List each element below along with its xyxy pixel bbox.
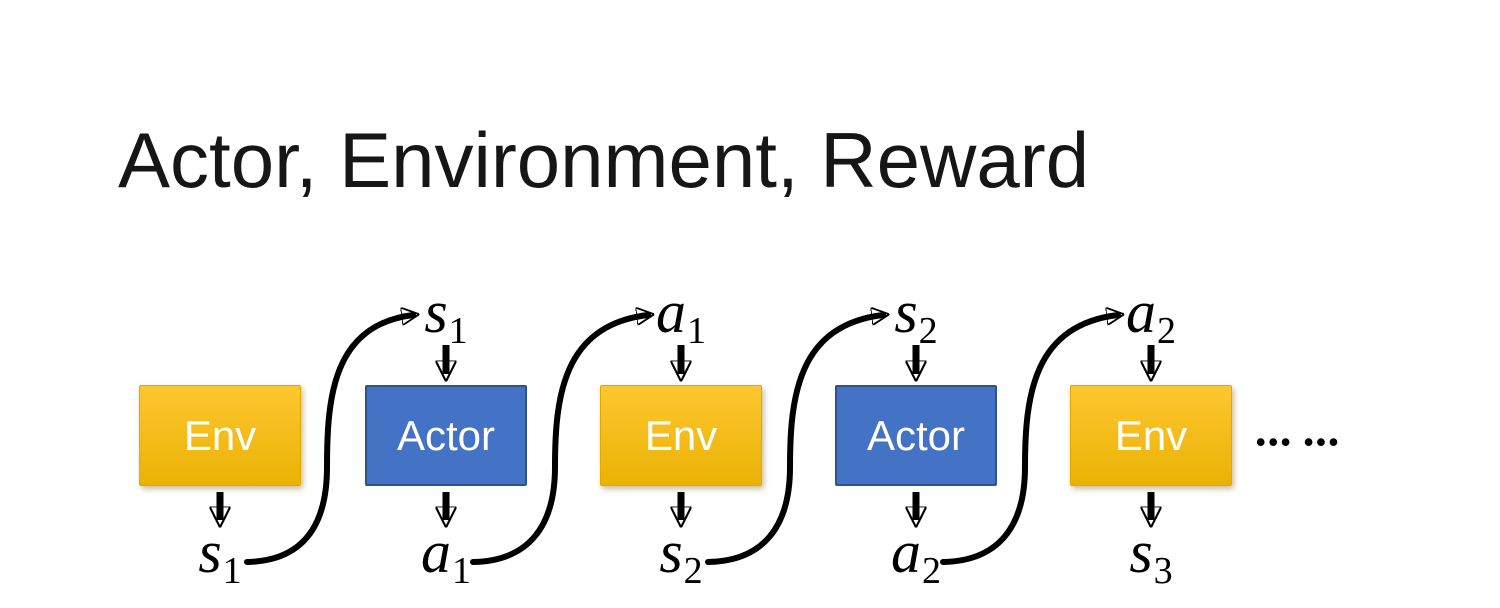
actor-box-2-label: Actor [866, 411, 966, 459]
env-box-2: Env [600, 385, 762, 486]
ellipsis-dots: ••• ••• [1256, 427, 1342, 457]
actor-box-2: Actor [835, 385, 997, 486]
top-label-s1-base: s [424, 279, 448, 345]
bottom-label-a1: a1 [366, 519, 526, 590]
top-label-s1: s1 [366, 279, 526, 350]
bottom-label-a1-sub: 1 [452, 550, 471, 592]
env-box-1-label: Env [183, 411, 257, 459]
slide-title: Actor, Environment, Reward [118, 116, 1090, 204]
bottom-label-s1-base: s [198, 519, 222, 585]
bottom-label-a2-sub: 2 [922, 550, 941, 592]
bottom-label-a2-base: a [891, 519, 921, 585]
top-label-a2-base: a [1126, 279, 1156, 345]
bottom-label-s2-base: s [659, 519, 683, 585]
top-label-a2-sub: 2 [1157, 310, 1176, 352]
top-label-a1-sub: 1 [687, 310, 706, 352]
bottom-label-s1-sub: 1 [222, 550, 242, 592]
bottom-label-s2: s2 [601, 519, 761, 590]
actor-box-1: Actor [365, 385, 527, 486]
top-label-s2-base: s [894, 279, 918, 345]
bottom-label-s3-base: s [1129, 519, 1153, 585]
env-box-2-label: Env [644, 411, 718, 459]
top-label-s2-sub: 2 [918, 310, 938, 352]
bottom-label-s3: s3 [1071, 519, 1231, 590]
bottom-label-s3-sub: 3 [1153, 550, 1173, 592]
env-box-3-label: Env [1114, 411, 1188, 459]
bottom-label-s1: s1 [140, 519, 300, 590]
actor-box-1-label: Actor [396, 411, 496, 459]
env-box-1: Env [139, 385, 301, 486]
top-label-a2: a2 [1071, 279, 1231, 350]
top-label-s1-sub: 1 [448, 310, 468, 352]
bottom-label-a2: a2 [836, 519, 996, 590]
bottom-label-a1-base: a [421, 519, 451, 585]
env-box-3: Env [1070, 385, 1232, 486]
top-label-a1-base: a [656, 279, 686, 345]
top-label-s2: s2 [836, 279, 996, 350]
top-label-a1: a1 [601, 279, 761, 350]
bottom-label-s2-sub: 2 [683, 550, 703, 592]
